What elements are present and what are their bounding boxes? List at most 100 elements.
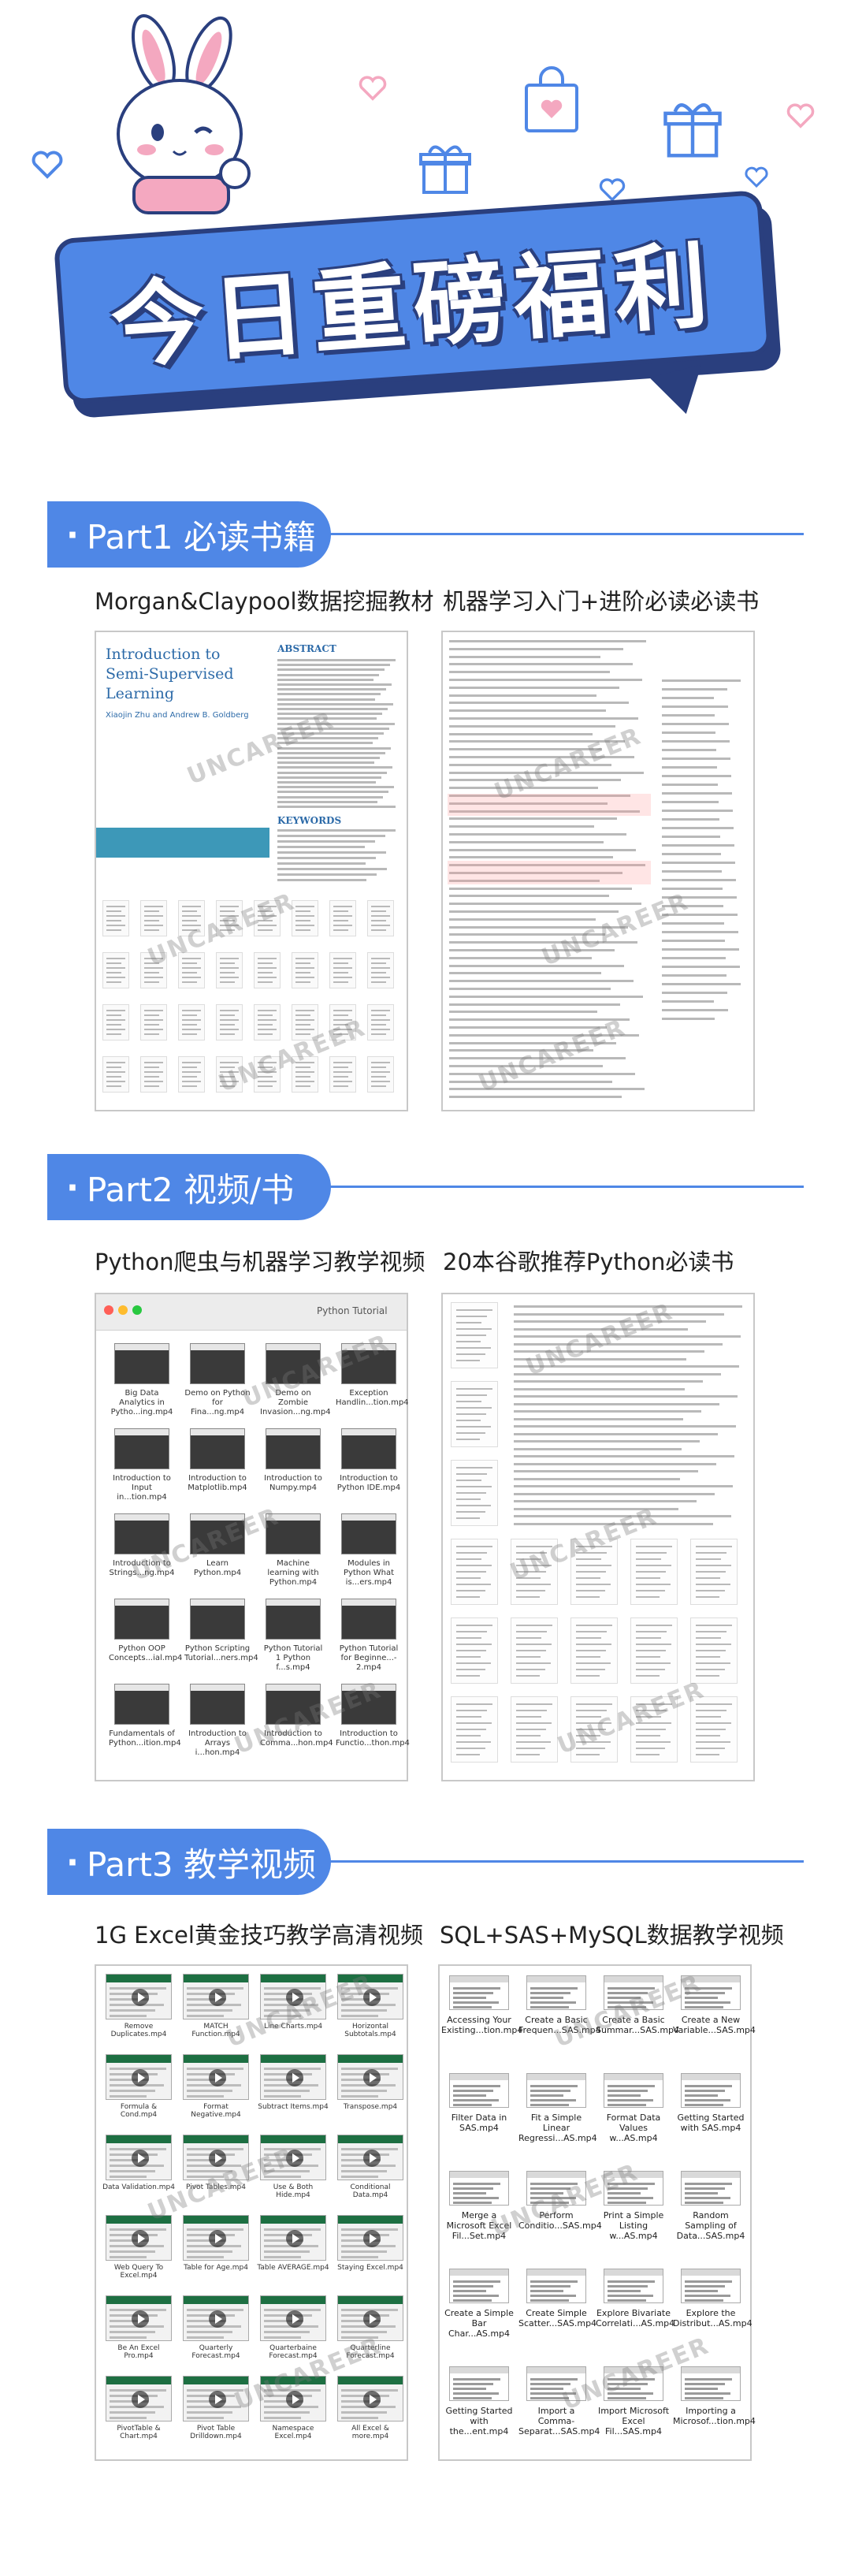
text-line	[662, 983, 741, 985]
highlight-box	[448, 794, 651, 816]
text-line	[662, 957, 726, 959]
text-line	[576, 1552, 607, 1554]
video-thumbnail	[604, 1975, 663, 2010]
text-line	[662, 862, 735, 864]
text-row	[608, 2192, 641, 2194]
text-line	[144, 1014, 159, 1016]
text-line	[106, 1019, 125, 1021]
watermark: UNCAREER	[522, 1297, 678, 1382]
section-label: Part3 教学视频	[86, 1845, 316, 1884]
text-line	[220, 920, 235, 921]
video-file-label: Quarterly Forecast.mp4	[191, 2344, 240, 2360]
text-line	[662, 688, 727, 691]
text-line	[576, 1590, 605, 1591]
sheet-header	[338, 2377, 403, 2384]
book-page-thumbnail	[570, 1617, 618, 1684]
text-line	[277, 732, 384, 735]
sheet-row	[110, 2417, 147, 2419]
text-line	[144, 958, 163, 959]
text-line	[449, 956, 592, 959]
text-line	[258, 962, 273, 964]
text-row	[608, 2299, 646, 2302]
text-line	[333, 915, 352, 917]
sheet-row	[341, 2239, 381, 2242]
text-row	[530, 2392, 576, 2395]
text-line	[456, 1401, 481, 1402]
text-row	[453, 1987, 500, 1990]
text-line	[696, 1565, 731, 1566]
text-line	[333, 1062, 352, 1063]
text-line	[456, 1347, 491, 1349]
text-line	[449, 763, 611, 766]
text-row	[453, 2183, 500, 2185]
window-header	[682, 2269, 740, 2276]
play-icon	[286, 2150, 303, 2167]
text-line	[220, 915, 239, 917]
text-line	[144, 1085, 159, 1087]
text-line	[576, 1735, 600, 1737]
text-line	[182, 972, 197, 973]
video-thumbnail	[114, 1599, 169, 1640]
sheet-header	[184, 2377, 248, 2384]
text-line	[371, 1029, 390, 1030]
text-row	[685, 2094, 718, 2097]
text-line	[514, 1455, 734, 1457]
video-file-label: Introduction to Arrays i...hon.mp4	[188, 1729, 247, 1757]
text-line	[449, 872, 622, 874]
text-line	[371, 1014, 386, 1016]
page-thumbnail	[140, 900, 167, 936]
text-line	[696, 1748, 725, 1749]
text-line	[277, 668, 385, 672]
text-row	[685, 2099, 730, 2101]
close-icon[interactable]	[104, 1305, 113, 1315]
text-line	[514, 1335, 741, 1338]
text-line	[696, 1644, 731, 1645]
text-line	[295, 906, 314, 907]
section-label: Part2 视频/书	[86, 1170, 295, 1209]
text-row	[608, 2388, 641, 2390]
video-file-label: Introduction to Numpy.mp4	[264, 1474, 322, 1492]
thumbnail-bar	[266, 1429, 320, 1435]
text-line	[182, 1019, 201, 1021]
text-line	[295, 920, 310, 921]
text-line	[106, 915, 125, 917]
text-line	[696, 1650, 726, 1651]
text-line	[636, 1596, 660, 1598]
text-line	[144, 981, 159, 983]
text-line	[220, 929, 235, 931]
play-icon	[286, 2391, 303, 2408]
text-line	[295, 967, 314, 969]
text-line	[696, 1662, 730, 1664]
page-thumbnail	[292, 1056, 318, 1093]
text-line	[576, 1631, 607, 1632]
video-thumbnail	[341, 1428, 396, 1469]
text-line	[182, 1024, 197, 1026]
text-line	[371, 972, 386, 973]
text-line	[514, 1387, 685, 1390]
sheet-row	[341, 2336, 378, 2339]
text-line	[106, 1033, 121, 1035]
text-line	[456, 1748, 485, 1749]
video-thumbnail	[106, 2376, 172, 2422]
sheet-row	[187, 2009, 232, 2012]
text-line	[258, 1062, 277, 1063]
window-header	[527, 2074, 585, 2080]
text-line	[576, 1584, 611, 1585]
text-line	[295, 962, 310, 964]
window-header	[604, 1976, 663, 1982]
minimize-icon[interactable]	[118, 1305, 128, 1315]
text-line	[456, 1596, 480, 1598]
text-line	[371, 910, 386, 912]
text-line	[182, 1076, 197, 1078]
video-file-label: Getting Started with SAS.mp4	[677, 2113, 745, 2133]
text-row	[608, 2085, 655, 2087]
text-line	[182, 1029, 201, 1030]
maximize-icon[interactable]	[132, 1305, 142, 1315]
text-line	[636, 1590, 665, 1591]
text-line	[456, 1565, 492, 1566]
page-thumbnail	[367, 952, 394, 988]
text-line	[277, 771, 387, 774]
video-file-label: Python Tutorial for Beginne...- 2.mp4	[339, 1644, 399, 1672]
text-line	[371, 977, 390, 978]
